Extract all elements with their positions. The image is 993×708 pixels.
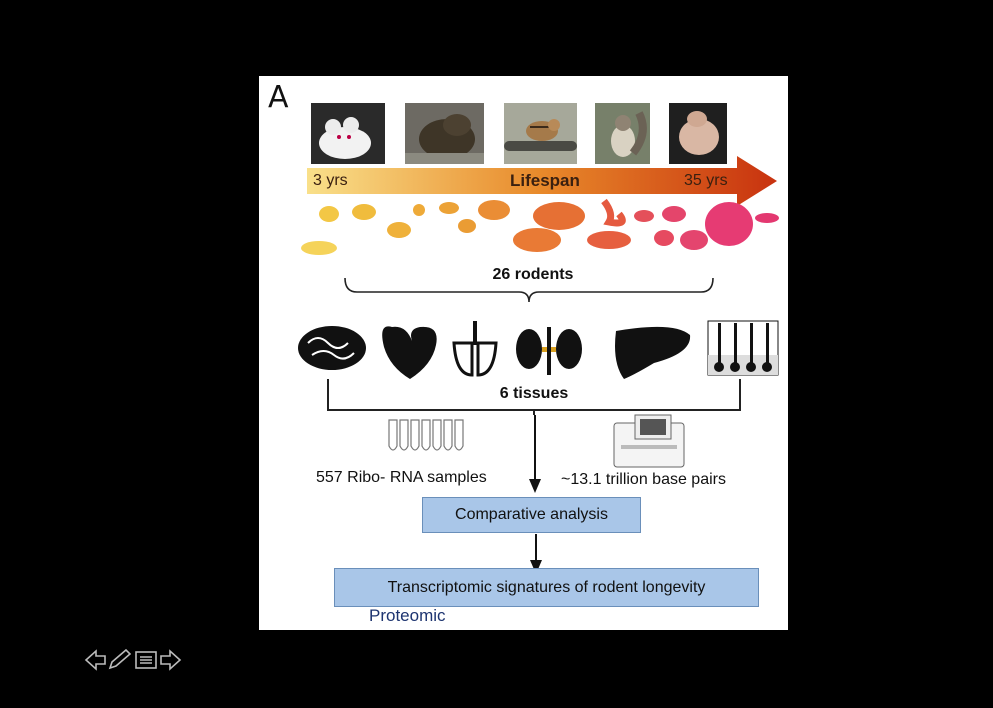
previous-arrow-icon[interactable] (84, 649, 106, 671)
lung-icon (452, 321, 498, 377)
rodent-silhouettes (301, 198, 779, 255)
skin-icon (707, 320, 779, 376)
beaver-photo (405, 103, 484, 164)
tissue-icons (298, 320, 779, 379)
tissues-bracket (327, 379, 741, 415)
signatures-box: Transcriptomic signatures of rodent long… (334, 568, 759, 607)
naked-mole-rat-photo (669, 103, 727, 164)
squirrel-photo (595, 103, 650, 164)
proteomic-label: Proteomic (369, 606, 446, 625)
brain-icon (298, 326, 366, 370)
kidney-icon (516, 327, 582, 375)
lifespan-title: Lifespan (510, 171, 580, 190)
menu-icon[interactable] (135, 651, 157, 669)
lifespan-max-label: 35 yrs (684, 172, 728, 189)
lifespan-arrow (307, 156, 777, 206)
presentation-nav (84, 648, 182, 671)
chipmunk-photo (504, 103, 577, 164)
rodents-label: 26 rodents (492, 266, 574, 283)
liver-icon (615, 326, 691, 379)
comparative-analysis-box: Comparative analysis (422, 497, 641, 533)
rodents-bracket (344, 277, 714, 302)
lifespan-min-label: 3 yrs (313, 172, 348, 189)
samples-label: 557 Ribo- RNA samples (316, 469, 487, 486)
basepairs-label: ~13.1 trillion base pairs (561, 471, 726, 488)
heart-icon (382, 326, 437, 379)
slide-panel: A (259, 76, 788, 630)
sequencer-icon (613, 414, 685, 468)
panel-letter: A (268, 80, 289, 115)
tissues-label: 6 tissues (499, 385, 569, 402)
flow-arrow-1 (529, 415, 541, 493)
mouse-photo (311, 103, 385, 164)
flow-arrow-2 (530, 534, 542, 574)
pen-icon[interactable] (108, 648, 132, 670)
next-arrow-icon[interactable] (160, 649, 182, 671)
sample-tubes-icon (388, 419, 464, 451)
